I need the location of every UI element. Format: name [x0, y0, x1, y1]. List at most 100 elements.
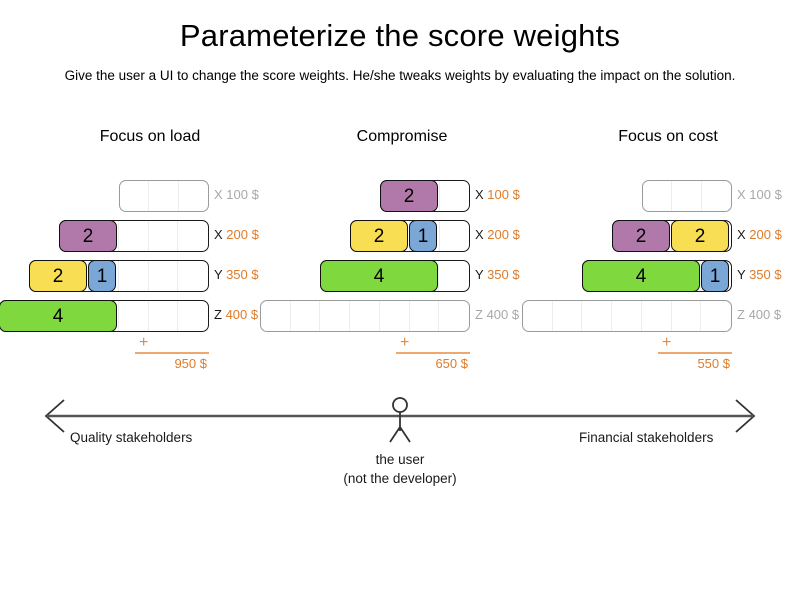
slider-cell[interactable] — [410, 301, 440, 331]
weight-segment-value: 4 — [52, 305, 64, 327]
row-letter: X — [737, 227, 746, 242]
total-rule — [396, 352, 470, 354]
slider-cell[interactable] — [642, 301, 672, 331]
weight-slider-track[interactable] — [522, 300, 732, 332]
slider-cell[interactable] — [553, 301, 583, 331]
slider-cell[interactable] — [119, 261, 149, 291]
weight-segment-purple[interactable]: 2 — [612, 220, 670, 252]
slider-cell[interactable] — [149, 301, 179, 331]
slider-cell[interactable] — [90, 221, 120, 251]
slider-cell[interactable] — [178, 221, 208, 251]
slider-cell[interactable] — [440, 221, 469, 251]
weight-segment-purple[interactable]: 2 — [59, 220, 117, 252]
weight-segments: 2 — [59, 220, 117, 252]
slider-cell[interactable] — [291, 301, 321, 331]
row-label: X 200 $ — [737, 227, 782, 242]
row-label: Y 350 $ — [214, 267, 259, 282]
weight-segment-value: 2 — [52, 265, 64, 287]
row-letter: Y — [214, 267, 223, 282]
weight-row: Z 400 $ — [522, 296, 794, 336]
weight-segment-value: 4 — [635, 265, 647, 287]
weight-segment-value: 2 — [403, 185, 415, 207]
weight-segments: 4 — [320, 260, 438, 292]
row-price: 400 $ — [748, 307, 782, 322]
slider-cell[interactable] — [89, 301, 119, 331]
weight-segment-yellow[interactable]: 2 — [350, 220, 408, 252]
row-label: Y 350 $ — [475, 267, 520, 282]
row-price: 350 $ — [749, 267, 782, 282]
page-title: Parameterize the score weights — [179, 18, 621, 53]
slider-cell[interactable] — [380, 301, 410, 331]
slider-cell[interactable] — [410, 221, 440, 251]
weight-segment-green[interactable]: 4 — [0, 300, 117, 332]
row-label: Z 400 $ — [475, 307, 519, 322]
row-price: 100 $ — [226, 187, 259, 202]
slider-cell[interactable] — [120, 181, 150, 211]
slider-cell[interactable] — [149, 221, 179, 251]
weight-segment-yellow[interactable]: 2 — [671, 220, 729, 252]
slider-cell[interactable] — [643, 181, 673, 211]
row-letter: Y — [737, 267, 746, 282]
weight-segment-blue[interactable]: 1 — [409, 220, 437, 252]
slider-cell[interactable] — [672, 301, 702, 331]
row-price: 200 $ — [487, 227, 520, 242]
row-letter: X — [214, 187, 223, 202]
slider-cell[interactable] — [523, 301, 553, 331]
weight-slider-track[interactable] — [119, 180, 209, 212]
weight-segment-green[interactable]: 4 — [320, 260, 438, 292]
slider-cell[interactable] — [612, 301, 642, 331]
user-stick-figure-icon — [389, 397, 411, 443]
slider-cell[interactable] — [179, 181, 208, 211]
slider-cell[interactable] — [320, 301, 351, 331]
weight-segment-blue[interactable]: 1 — [88, 260, 116, 292]
row-price: 200 $ — [749, 227, 782, 242]
slider-cell[interactable] — [410, 261, 440, 291]
weight-segment-value: 2 — [373, 225, 385, 247]
weight-slider-track[interactable] — [260, 300, 470, 332]
slider-cell[interactable] — [178, 261, 208, 291]
total-value: 950 $ — [174, 356, 207, 371]
weight-segment-value: 2 — [82, 225, 94, 247]
slider-cell[interactable] — [672, 181, 702, 211]
slider-cell[interactable] — [439, 301, 469, 331]
row-price: 350 $ — [487, 267, 520, 282]
weight-segment-blue[interactable]: 1 — [701, 260, 729, 292]
row-letter: X — [475, 187, 484, 202]
weight-segment-yellow[interactable]: 2 — [29, 260, 87, 292]
slider-cell[interactable] — [261, 301, 291, 331]
weight-segment-purple[interactable]: 2 — [380, 180, 438, 212]
weight-segment-green[interactable]: 4 — [582, 260, 700, 292]
weight-segment-value: 2 — [635, 225, 647, 247]
slider-cell[interactable] — [149, 181, 179, 211]
slider-cell[interactable] — [149, 261, 179, 291]
slider-cell[interactable] — [410, 181, 440, 211]
weight-segment-value: 2 — [694, 225, 706, 247]
slider-cell[interactable] — [440, 181, 469, 211]
slider-cell[interactable] — [178, 301, 208, 331]
slider-cell[interactable] — [702, 181, 731, 211]
weight-slider-track[interactable] — [642, 180, 732, 212]
slider-cell[interactable] — [439, 261, 469, 291]
row-price: 200 $ — [226, 227, 259, 242]
slider-cell[interactable] — [701, 301, 731, 331]
actor-caption-line2: (not the developer) — [343, 471, 457, 486]
slider-cell[interactable] — [89, 261, 120, 291]
slider-cell[interactable] — [582, 301, 613, 331]
slider-cell[interactable] — [119, 221, 149, 251]
row-letter: X — [737, 187, 746, 202]
slider-cell[interactable] — [119, 301, 149, 331]
slider-cell[interactable] — [672, 261, 702, 291]
slider-cell[interactable] — [350, 301, 380, 331]
row-letter: X — [475, 227, 484, 242]
scenario-total: +650 $ — [396, 335, 470, 371]
